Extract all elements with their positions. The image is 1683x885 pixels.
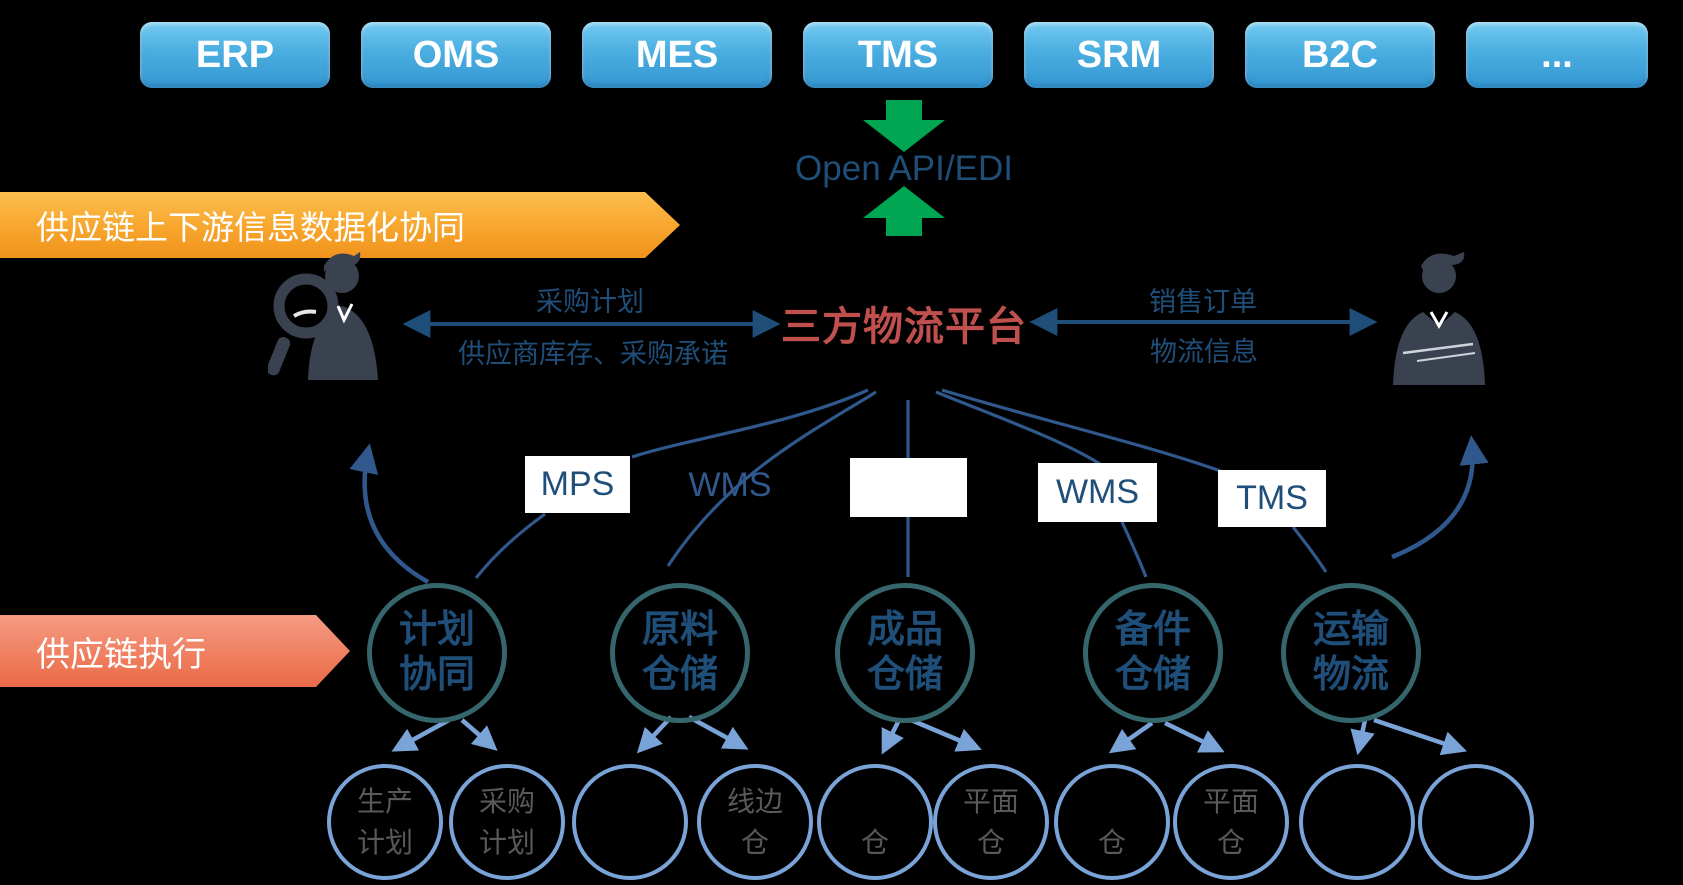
fan-curve-tms-lower: [1291, 526, 1328, 573]
person-with-magnifier-icon: [268, 252, 378, 380]
green-up-arrow-icon: [863, 186, 945, 236]
fan-curve-mps: [631, 388, 869, 459]
system-node-b2c: B2C: [1245, 22, 1435, 88]
label-purchase-plan: 采购计划: [536, 287, 644, 317]
banner-info-collaboration: 供应链上下游信息数据化协同: [0, 192, 680, 258]
label-logistics-info: 物流信息: [1150, 337, 1258, 367]
system-node-tms: TMS: [803, 22, 993, 88]
circle-plan-collaboration: 计划 协同: [367, 583, 507, 723]
fan-curve-wms-box-lower: [1120, 521, 1148, 578]
tag-wms-plain: WMS: [688, 465, 772, 504]
fan-curve-wms-plain: [666, 390, 877, 567]
subcircle-warehouse-1: 仓: [817, 764, 933, 880]
subcircle-empty-1: [572, 764, 688, 880]
subcircle-warehouse-2: 仓: [1054, 764, 1170, 880]
sub-circle-arrows: [391, 715, 1468, 756]
platform-title: 三方物流平台: [781, 305, 1027, 349]
fan-curve-wms-box: [935, 390, 1101, 466]
businessman-arms-crossed-icon: [1393, 252, 1485, 385]
feedback-arrow-left: [349, 443, 430, 584]
fan-curve-mps-lower: [474, 512, 546, 579]
banner-execution-label: 供应链执行: [36, 635, 206, 674]
tag-tms-box: TMS: [1218, 470, 1326, 527]
tag-wms-box: WMS: [1038, 463, 1157, 522]
subcircle-flat-warehouse-1: 平面 仓: [933, 764, 1049, 880]
green-down-arrow-icon: [863, 100, 945, 152]
fan-curve-tms: [941, 388, 1227, 475]
circle-finished-goods-warehouse: 成品 仓储: [835, 583, 975, 723]
system-node-mes: MES: [582, 22, 772, 88]
system-node-erp: ERP: [140, 22, 330, 88]
subcircle-lineside-warehouse: 线边 仓: [697, 764, 813, 880]
circle-raw-material-warehouse: 原料 仓储: [610, 583, 750, 723]
open-api-label: Open API/EDI: [795, 149, 1013, 188]
system-node-oms: OMS: [361, 22, 551, 88]
banner-execution: 供应链执行: [0, 615, 350, 687]
circle-spare-parts-warehouse: 备件 仓储: [1083, 583, 1223, 723]
system-node-srm: SRM: [1024, 22, 1214, 88]
subcircle-purchase-plan: 采购 计划: [449, 764, 565, 880]
subcircle-empty-2: [1299, 764, 1415, 880]
tag-blank-box: [850, 458, 967, 517]
subcircle-flat-warehouse-2: 平面 仓: [1173, 764, 1289, 880]
subcircle-empty-3: [1418, 764, 1534, 880]
feedback-arrow-right: [1391, 435, 1489, 560]
subcircle-production-plan: 生产 计划: [327, 764, 443, 880]
banner-info-collaboration-label: 供应链上下游信息数据化协同: [36, 209, 465, 246]
system-node-more: ...: [1466, 22, 1648, 88]
tag-mps: MPS: [525, 456, 630, 513]
label-sales-order: 销售订单: [1149, 287, 1257, 317]
circle-transport-logistics: 运输 物流: [1281, 583, 1421, 723]
label-supplier-inventory: 供应商库存、采购承诺: [458, 339, 728, 369]
